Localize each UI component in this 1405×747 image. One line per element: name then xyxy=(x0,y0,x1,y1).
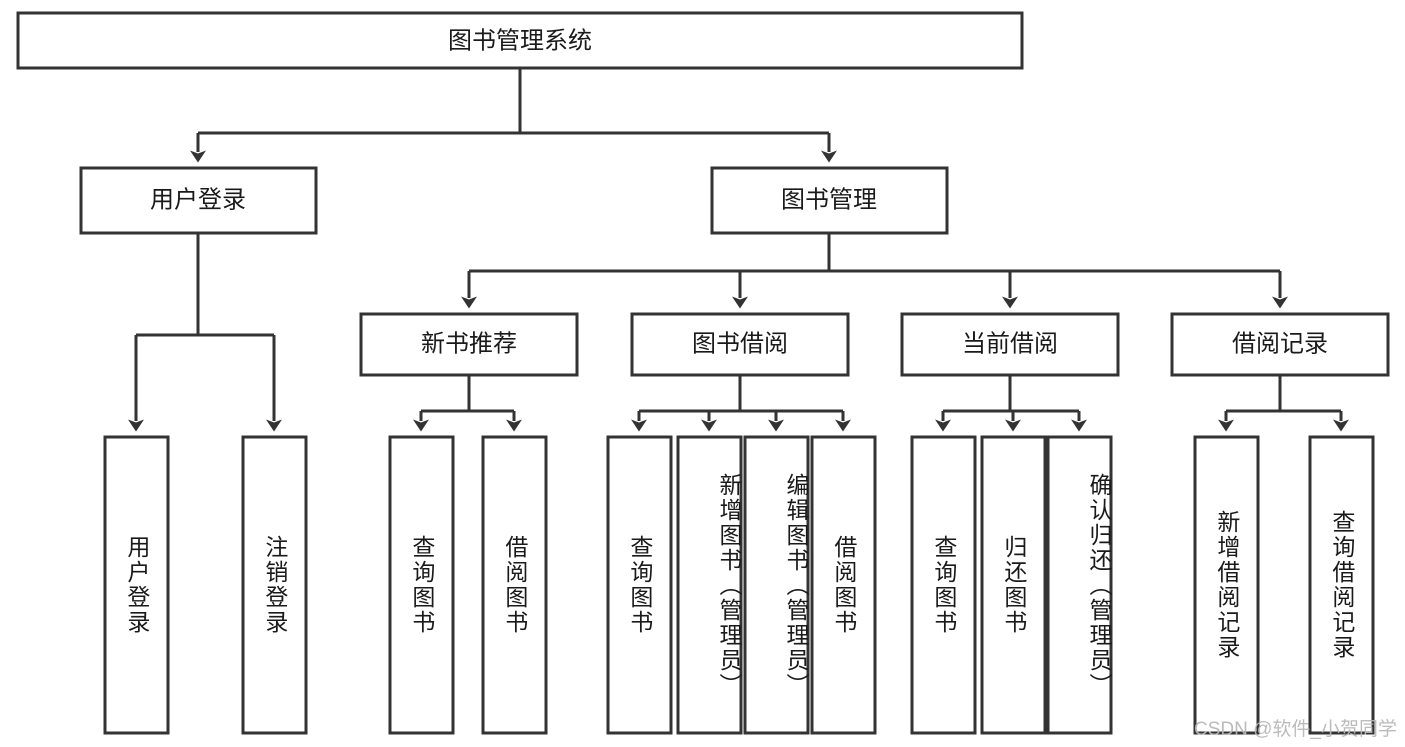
node-user-login[interactable]: 用户登录 xyxy=(79,166,318,235)
node-leaf-return-book[interactable] xyxy=(980,435,1047,735)
node-book-manage-label: 图书管理 xyxy=(781,186,877,213)
node-leaf-add-record[interactable] xyxy=(1193,435,1260,735)
node-leaf-confirm-return-admin[interactable] xyxy=(1046,435,1113,735)
node-book-manage[interactable]: 图书管理 xyxy=(710,166,949,235)
node-leaf-user-login[interactable] xyxy=(103,435,170,735)
node-leaf-query-book-1[interactable] xyxy=(388,435,455,735)
node-book-borrow[interactable]: 图书借阅 xyxy=(630,312,850,377)
node-leaf-query-book-3[interactable] xyxy=(910,435,977,735)
csdn-watermark: CSDN @软件_小贺同学 xyxy=(1194,719,1397,740)
node-leaf-add-book-admin[interactable] xyxy=(676,435,743,735)
node-leaf-query-record[interactable] xyxy=(1308,435,1375,735)
node-borrow-record[interactable]: 借阅记录 xyxy=(1170,312,1390,377)
node-root-label: 图书管理系统 xyxy=(448,27,592,54)
node-layer: 图书管理系统 用户登录 图书管理 新书推荐 图书借阅 当前 xyxy=(16,11,1390,735)
node-root[interactable]: 图书管理系统 xyxy=(16,11,1024,70)
node-current-borrow[interactable]: 当前借阅 xyxy=(900,312,1120,377)
connector-layer xyxy=(128,68,1349,432)
node-new-book-rec-label: 新书推荐 xyxy=(421,330,517,357)
node-new-book-rec[interactable]: 新书推荐 xyxy=(359,312,579,377)
node-borrow-record-label: 借阅记录 xyxy=(1232,330,1328,357)
node-leaf-logout[interactable] xyxy=(241,435,308,735)
node-user-login-label: 用户登录 xyxy=(150,186,246,213)
node-book-borrow-label: 图书借阅 xyxy=(692,330,788,357)
node-leaf-query-book-2[interactable] xyxy=(606,435,673,735)
node-leaf-edit-book-admin[interactable] xyxy=(743,435,810,735)
node-leaf-borrow-book-1[interactable] xyxy=(481,435,548,735)
node-current-borrow-label: 当前借阅 xyxy=(962,330,1058,357)
node-leaf-borrow-book-2[interactable] xyxy=(810,435,877,735)
